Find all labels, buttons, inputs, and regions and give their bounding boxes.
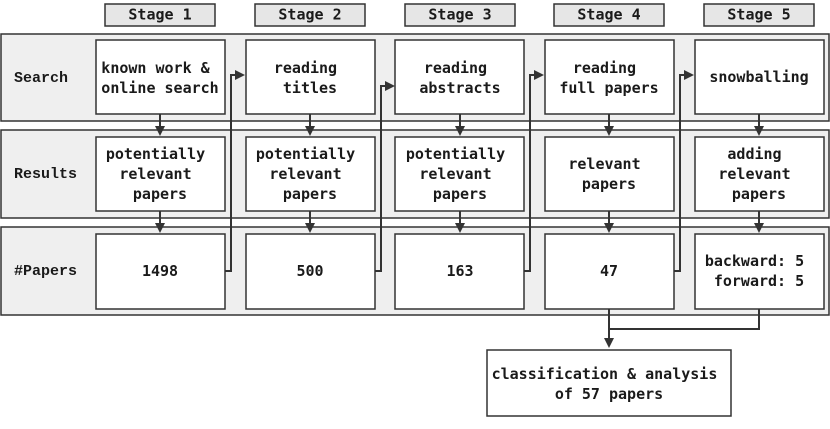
paper-count: 1498 xyxy=(142,262,178,280)
box-line: relevant xyxy=(568,155,640,173)
paper-count: 500 xyxy=(296,262,323,280)
results-box-2: potentially relevant papers xyxy=(245,136,376,212)
stage-header-2: Stage 2 xyxy=(254,3,366,27)
stage-header-3: Stage 3 xyxy=(404,3,516,27)
stage-header-label: Stage 1 xyxy=(128,6,191,24)
arrow-merge xyxy=(609,309,760,330)
search-box-4: reading full papers xyxy=(544,39,675,115)
svg-text:reading abstracts: reading abstracts xyxy=(419,59,500,97)
arrow-next-stage xyxy=(375,81,395,272)
paper-count: forward: 5 xyxy=(714,272,804,290)
box-line: reading xyxy=(424,59,487,77)
box-line: papers xyxy=(283,185,337,203)
box-line: relevant xyxy=(269,165,341,183)
stage-header-4: Stage 4 xyxy=(553,3,665,27)
paper-count: backward: 5 xyxy=(705,252,804,270)
box-line: relevant xyxy=(419,165,491,183)
box-line: adding xyxy=(727,145,781,163)
stage-header-5: Stage 5 xyxy=(703,3,815,27)
results-box-1: potentially relevant papers xyxy=(95,136,226,212)
svg-text:snowballing: snowballing xyxy=(709,68,808,86)
stage-header-label: Stage 4 xyxy=(577,6,640,24)
papers-box-3: 163 xyxy=(394,233,525,310)
arrow-next-stage xyxy=(674,70,694,272)
box-line: online search xyxy=(101,79,218,97)
search-box-3: reading abstracts xyxy=(394,39,525,115)
search-box-1: known work & online search xyxy=(95,39,226,115)
box-line: abstracts xyxy=(419,79,500,97)
box-line: titles xyxy=(283,79,337,97)
search-box-5: snowballing xyxy=(694,39,825,115)
svg-text:relevant papers: relevant papers xyxy=(568,155,649,193)
svg-text:adding relevant pa: adding relevant papers xyxy=(718,145,799,203)
box-line: papers xyxy=(433,185,487,203)
box-line: relevant xyxy=(718,165,790,183)
stage-header-1: Stage 1 xyxy=(104,3,216,27)
svg-text:500: 500 xyxy=(296,262,323,280)
stage-header-label: Stage 2 xyxy=(278,6,341,24)
svg-text:potentially relevant: potentially relevant papers xyxy=(256,145,364,203)
box-line: papers xyxy=(133,185,187,203)
svg-text:known work & online sear: known work & online search xyxy=(101,59,218,97)
final-box: classification & analysis of 57 papers xyxy=(486,349,732,417)
svg-text:47: 47 xyxy=(600,262,618,280)
svg-text:reading full papers: reading full papers xyxy=(559,59,658,97)
box-line: known work & xyxy=(101,59,210,77)
box-line: potentially xyxy=(106,145,205,163)
svg-text:backward: 5 forward: 5: backward: 5 forward: 5 xyxy=(705,252,813,290)
row-label-search: Search xyxy=(14,70,68,87)
final-line: classification & analysis xyxy=(492,365,718,383)
papers-box-1: 1498 xyxy=(95,233,226,310)
box-line: papers xyxy=(732,185,786,203)
final-line: of 57 papers xyxy=(555,385,663,403)
stage-header-label: Stage 3 xyxy=(428,6,491,24)
arrow-next-stage xyxy=(524,70,544,272)
arrow-next-stage xyxy=(225,70,245,272)
svg-text:1498: 1498 xyxy=(142,262,178,280)
box-line: reading xyxy=(573,59,636,77)
box-line: potentially xyxy=(406,145,505,163)
papers-box-5: backward: 5 forward: 5 xyxy=(694,233,825,310)
box-line: full papers xyxy=(559,79,658,97)
svg-text:classification & analysis: classification & analysis of 57 papers xyxy=(492,365,727,403)
results-box-3: potentially relevant papers xyxy=(394,136,525,212)
results-box-4: relevant papers xyxy=(544,136,675,212)
box-line: potentially xyxy=(256,145,355,163)
row-label-results: Results xyxy=(14,166,77,183)
box-line: relevant xyxy=(119,165,191,183)
box-line: reading xyxy=(274,59,337,77)
svg-text:163: 163 xyxy=(446,262,473,280)
search-box-2: reading titles xyxy=(245,39,376,115)
connectors xyxy=(155,70,764,348)
stage-header-label: Stage 5 xyxy=(727,6,790,24)
row-label-papers: #Papers xyxy=(14,263,77,280)
paper-count: 163 xyxy=(446,262,473,280)
box-line: snowballing xyxy=(709,68,808,86)
box-line: papers xyxy=(582,175,636,193)
svg-text:reading titles: reading titles xyxy=(274,59,346,97)
results-box-5: adding relevant papers xyxy=(694,136,825,212)
papers-box-4: 47 xyxy=(544,233,675,310)
papers-box-2: 500 xyxy=(245,233,376,310)
svg-text:potentially relevant: potentially relevant papers xyxy=(106,145,214,203)
svg-text:potentially relevant: potentially relevant papers xyxy=(406,145,514,203)
paper-count: 47 xyxy=(600,262,618,280)
